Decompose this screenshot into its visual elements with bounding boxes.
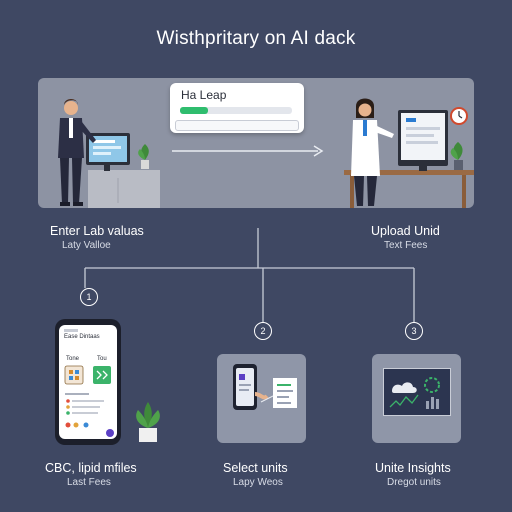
insights-screen	[383, 368, 451, 416]
phone-mockup: Ease Dintaas Tone Tou	[55, 319, 121, 445]
upload-illustration	[233, 364, 297, 410]
step2-label: Select units	[223, 461, 288, 475]
progress-ring-icon	[424, 377, 440, 393]
left-desk	[88, 170, 160, 208]
insights-card	[372, 354, 461, 443]
phone-screen[interactable]: Ease Dintaas Tone Tou	[59, 325, 117, 439]
scene-panel	[38, 78, 474, 208]
insights-illustration	[389, 377, 440, 409]
phone-tab-right[interactable]: Tou	[97, 356, 107, 362]
plant-icon	[136, 402, 160, 442]
progress-fill	[180, 107, 208, 114]
scene-illustration	[58, 98, 474, 208]
progress-track	[180, 107, 292, 114]
step-badge-3: 3	[405, 322, 423, 340]
step3-sublabel: Dregot units	[387, 477, 441, 488]
step-badge-1: 1	[80, 288, 98, 306]
search-card-title: Ha Leap	[181, 88, 227, 102]
phone-header: Ease Dintaas	[64, 334, 100, 340]
step2-sublabel: Lapy Weos	[233, 477, 283, 488]
search-input[interactable]	[175, 120, 299, 131]
page-title: Wisthpritary on AI dack	[156, 28, 356, 49]
step1-label: CBC, lipid mfiles	[45, 461, 137, 475]
left-man-head	[64, 101, 78, 115]
search-card[interactable]: Ha Leap	[170, 83, 304, 133]
top-right-label: Upload Unid	[371, 224, 440, 238]
flow-app-icon	[93, 366, 111, 384]
phone-fab	[106, 429, 114, 437]
top-left-label: Enter Lab valuas	[50, 224, 144, 238]
grid-app-icon	[64, 365, 84, 385]
phone-content	[64, 329, 114, 437]
phone-tab-left[interactable]: Tone	[66, 356, 80, 362]
top-left-sublabel: Laty Valloe	[62, 240, 111, 251]
top-right-sublabel: Text Fees	[384, 240, 428, 251]
step-badge-2: 2	[254, 322, 272, 340]
step1-sublabel: Last Fees	[67, 477, 111, 488]
right-woman-head	[358, 103, 372, 117]
select-units-card	[217, 354, 306, 443]
cloud-icon	[392, 382, 417, 393]
right-desk	[344, 170, 474, 175]
step3-label: Unite Insights	[375, 461, 451, 475]
